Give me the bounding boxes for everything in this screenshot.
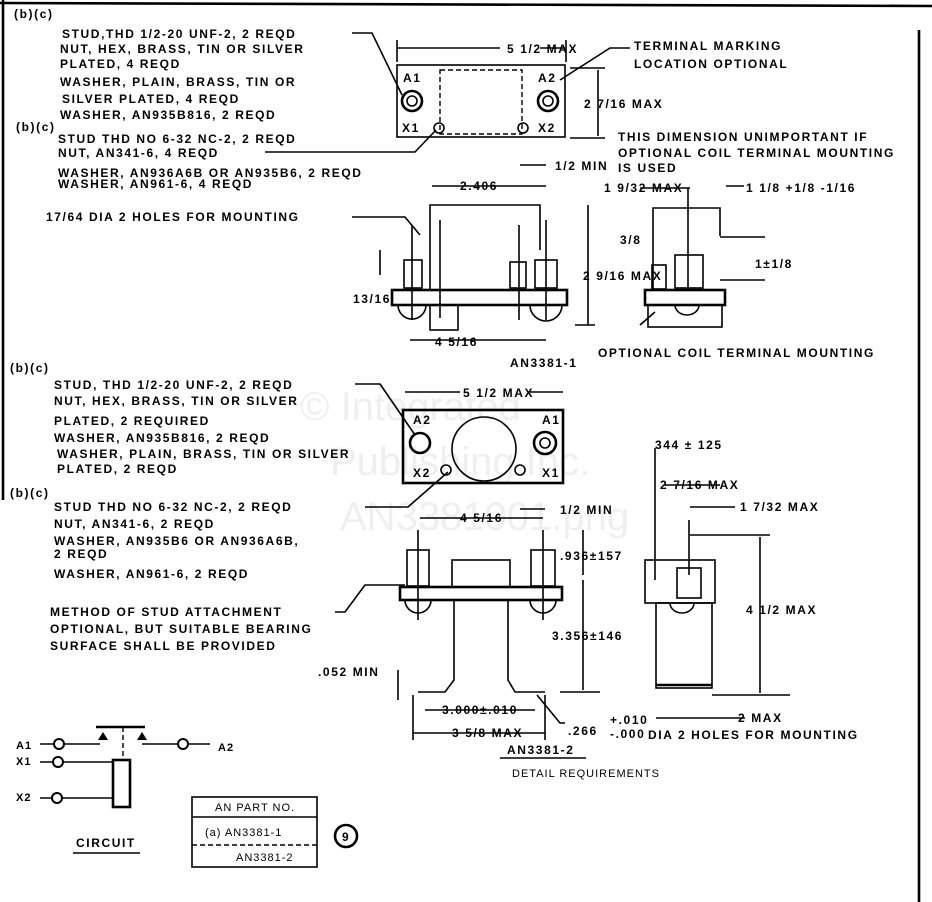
dimension-label: 3.356±146 bbox=[552, 629, 623, 643]
terminal-label: X1 bbox=[542, 466, 560, 480]
note-line: DIA 2 HOLES FOR MOUNTING bbox=[648, 728, 859, 742]
table-row: AN3381-2 bbox=[236, 852, 294, 864]
dimension-label: 3.000±.010 bbox=[442, 703, 518, 717]
ref-note: (b)(c) bbox=[10, 361, 50, 375]
lower-notes: (b)(c) STUD, THD 1/2-20 UNF-2, 2 REQD NU… bbox=[10, 361, 449, 653]
dimension-label: .052 MIN bbox=[318, 665, 380, 679]
circuit-title: CIRCUIT bbox=[76, 836, 136, 850]
table-header: AN PART NO. bbox=[215, 802, 295, 814]
note-line: STUD THD NO 6-32 NC-2, 2 REQD bbox=[58, 132, 296, 146]
note-line: NUT, HEX, BRASS, TIN OR SILVER bbox=[60, 42, 304, 56]
note-line: METHOD OF STUD ATTACHMENT bbox=[50, 605, 282, 619]
upper-notes: (b)(c) STUD,THD 1/2-20 UNF-2, 2 REQD NUT… bbox=[14, 7, 437, 236]
dimension-label: 4 1/2 MAX bbox=[746, 603, 817, 617]
note-line: IS USED bbox=[618, 161, 677, 175]
terminal-label: X2 bbox=[538, 121, 556, 135]
dimension-label: 2 9/16 MAX bbox=[583, 269, 662, 283]
note-line: LOCATION OPTIONAL bbox=[634, 57, 788, 71]
terminal-label: A1 bbox=[542, 413, 561, 427]
dimension-label: 4 5/16 bbox=[460, 511, 503, 525]
table-row: (a) AN3381-1 bbox=[205, 827, 282, 839]
note-line: STUD,THD 1/2-20 UNF-2, 2 REQD bbox=[62, 27, 296, 41]
dimension-label: 344 ± 125 bbox=[655, 438, 723, 452]
terminal-label: X1 bbox=[402, 121, 420, 135]
view-caption: OPTIONAL COIL TERMINAL MOUNTING bbox=[598, 346, 875, 360]
optional-coil-view: 1 9/32 MAX 1 1/8 +1/8 -1/16 3/8 1±1/8 OP… bbox=[598, 181, 875, 360]
an3381-2-end-view: 344 ± 125 2 7/16 MAX 1 7/32 MAX 4 1/2 MA… bbox=[644, 438, 859, 742]
sheet-number: 9 bbox=[342, 830, 350, 844]
note-line: SILVER PLATED, 4 REQD bbox=[62, 92, 240, 106]
dimension-label: 1 7/32 MAX bbox=[740, 500, 819, 514]
note-line: OPTIONAL COIL TERMINAL MOUNTING bbox=[618, 146, 895, 160]
dimension-label: 3/8 bbox=[620, 233, 641, 247]
ref-note: (b)(c) bbox=[14, 7, 54, 21]
note-line: NUT, AN341-6, 4 REQD bbox=[58, 146, 219, 160]
dimension-label: 5 1/2 MAX bbox=[463, 386, 534, 400]
an3381-2-side-view: 4 5/16 1/2 MIN .936±157 3.356±146 .052 M… bbox=[318, 503, 660, 780]
dimension-label: 1 9/32 MAX bbox=[604, 181, 683, 195]
dimension-label: 5 1/2 MAX bbox=[507, 42, 578, 56]
part-label: AN3381-1 bbox=[510, 356, 578, 370]
note-line: NUT, HEX, BRASS, TIN OR SILVER bbox=[54, 394, 298, 408]
dimension-label: 13/16 bbox=[353, 292, 391, 306]
terminal-label: A1 bbox=[403, 71, 422, 85]
circuit-label: X1 bbox=[16, 756, 31, 768]
dimension-label: 4 5/16 bbox=[435, 335, 478, 349]
circuit-label: X2 bbox=[16, 792, 31, 804]
dimension-label: 1/2 MIN bbox=[560, 503, 613, 517]
dimension-label: .266 bbox=[568, 724, 598, 738]
note-line: WASHER, AN961-6, 4 REQD bbox=[58, 177, 253, 191]
note-line: STUD, THD 1/2-20 UNF-2, 2 REQD bbox=[54, 378, 293, 392]
note-line: WASHER, PLAIN, BRASS, TIN OR SILVER bbox=[57, 447, 350, 461]
dimension-label: 1±1/8 bbox=[755, 257, 793, 271]
note-line: 17/64 DIA 2 HOLES FOR MOUNTING bbox=[46, 210, 300, 224]
note-line: PLATED, 4 REQD bbox=[60, 57, 181, 71]
an3381-1-top-view: A1 A2 X1 X2 5 1/2 MAX TERMINAL MARKING L… bbox=[396, 39, 895, 175]
dimension-label: 3 5/8 MAX bbox=[452, 726, 523, 740]
watermark-line: AN3381001.png bbox=[340, 495, 629, 539]
an3381-1-side-view: 4 5/16 AN3381-1 13/16 2.406 1/2 MIN 2 9/… bbox=[353, 159, 662, 370]
note-line: PLATED, 2 REQD bbox=[57, 462, 178, 476]
ref-note: (b)(c) bbox=[10, 486, 50, 500]
circuit-label: A1 bbox=[16, 740, 32, 752]
circuit-label: A2 bbox=[218, 742, 234, 754]
terminal-label: A2 bbox=[538, 71, 557, 85]
dimension-label: 2 7/16 MAX bbox=[660, 478, 739, 492]
dimension-label: 2 7/16 MAX bbox=[584, 97, 663, 111]
note-line: TERMINAL MARKING bbox=[634, 39, 782, 53]
tolerance-label: +.010 bbox=[610, 713, 648, 727]
an3381-2-top-view: A2 A1 X2 X1 5 1/2 MAX bbox=[401, 386, 565, 485]
tolerance-label: -.000 bbox=[610, 727, 645, 741]
dimension-label: 2.406 bbox=[460, 179, 498, 193]
circuit-diagram: A1 X1 X2 A2 CIRCUIT bbox=[16, 725, 234, 854]
note-line: THIS DIMENSION UNIMPORTANT IF bbox=[618, 130, 868, 144]
note-line: STUD THD NO 6-32 NC-2, 2 REQD bbox=[54, 500, 292, 514]
part-label: AN3381-2 bbox=[507, 743, 575, 757]
note-line: WASHER, AN935B816, 2 REQD bbox=[54, 431, 270, 445]
note-line: OPTIONAL, BUT SUITABLE BEARING bbox=[50, 622, 312, 636]
note-line: 2 REQD bbox=[54, 547, 108, 561]
terminal-label: X2 bbox=[413, 466, 431, 480]
note-line: WASHER, AN935B816, 2 REQD bbox=[60, 108, 276, 122]
dimension-label: .936±157 bbox=[560, 549, 623, 563]
dimension-label: 1 1/8 +1/8 -1/16 bbox=[746, 181, 856, 195]
note-line: WASHER, AN961-6, 2 REQD bbox=[54, 567, 249, 581]
note-line: SURFACE SHALL BE PROVIDED bbox=[50, 639, 276, 653]
caption: DETAIL REQUIREMENTS bbox=[512, 768, 660, 780]
note-line: WASHER, AN935B6 OR AN936A6B, bbox=[54, 534, 299, 548]
note-line: NUT, AN341-6, 2 REQD bbox=[54, 517, 215, 531]
ref-note: (b)(c) bbox=[16, 120, 56, 134]
parts-table: AN PART NO. (a) AN3381-1 AN3381-2 9 bbox=[191, 796, 359, 868]
terminal-label: A2 bbox=[413, 413, 432, 427]
sheet-number-circle bbox=[333, 823, 359, 849]
dimension-label: 1/2 MIN bbox=[555, 159, 608, 173]
dimension-label: 2 MAX bbox=[738, 711, 783, 725]
note-line: WASHER, PLAIN, BRASS, TIN OR bbox=[60, 75, 296, 89]
note-line: WASHER, AN936A6B OR AN935B6, 2 REQD bbox=[58, 166, 363, 180]
note-line: PLATED, 2 REQUIRED bbox=[54, 414, 210, 428]
